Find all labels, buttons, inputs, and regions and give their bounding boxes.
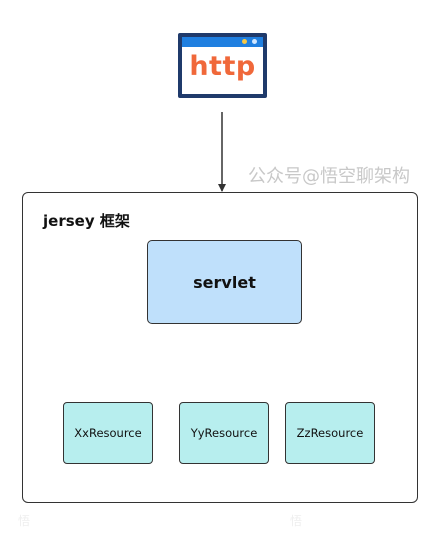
window-dot-icon <box>252 39 257 44</box>
zzresource-node: ZzResource <box>285 402 375 464</box>
xxresource-node: XxResource <box>63 402 153 464</box>
resource-label: YyResource <box>190 426 258 440</box>
yyresource-node: YyResource <box>179 402 269 464</box>
framework-label: jersey 框架 <box>43 212 130 230</box>
resource-label: ZzResource <box>296 426 364 440</box>
http-label: http <box>189 51 256 82</box>
servlet-node: servlet <box>147 240 302 324</box>
faint-watermark-mark: 悟 <box>290 514 303 528</box>
browser-titlebar <box>182 37 263 47</box>
http-browser-icon: http <box>178 33 267 98</box>
servlet-label: servlet <box>193 272 256 292</box>
window-dot-icon <box>242 39 247 44</box>
faint-watermark-mark: 悟 <box>18 514 31 528</box>
watermark-text: 公众号@悟空聊架构 <box>248 166 410 187</box>
resource-label: XxResource <box>74 426 142 440</box>
